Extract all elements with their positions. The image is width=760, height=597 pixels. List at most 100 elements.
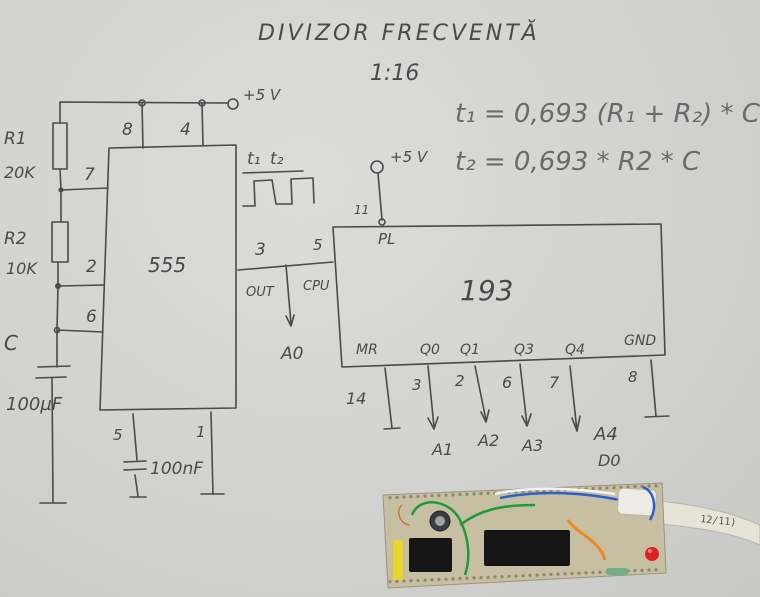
- q1-label: Q1: [460, 342, 480, 358]
- pin-7-label: 7: [84, 165, 95, 185]
- wire-cap-ground: [51, 377, 54, 503]
- vcc-rail: [59, 101, 229, 104]
- board-hole: [647, 484, 651, 488]
- wire-pin1: [210, 411, 214, 495]
- formula-t2: t₂ = 0,693 * R2 * C: [455, 147, 701, 177]
- board-hole: [479, 491, 483, 496]
- arrow-a0: [285, 314, 295, 327]
- board-hole: [423, 494, 427, 498]
- pin-2-193-label: 2: [455, 372, 465, 390]
- led-red: [645, 547, 659, 561]
- q4-label: Q4: [565, 342, 585, 358]
- board-hole: [528, 489, 532, 493]
- blue-loop-wire: [642, 485, 656, 521]
- pin-8-193-label: 8: [628, 368, 638, 386]
- board-hole: [430, 494, 434, 498]
- arrow-a3: [521, 413, 532, 427]
- ratio-text: 1:16: [370, 61, 419, 86]
- cpu-label: CPU: [303, 279, 330, 294]
- pin-3-193-label: 3: [412, 376, 422, 394]
- cap-c-plate-bottom: [35, 376, 67, 379]
- ic-193-label: 193: [460, 274, 513, 307]
- board-hole: [535, 573, 539, 577]
- board-hole: [430, 578, 434, 582]
- board-hole: [528, 573, 532, 577]
- board-hole: [437, 577, 441, 582]
- output-a1: A1: [431, 440, 453, 459]
- white-wire: [494, 487, 616, 496]
- board-hole: [514, 574, 518, 578]
- output-a3: A3: [521, 436, 543, 455]
- c-name: C: [4, 331, 18, 355]
- ic-555-label: 555: [148, 253, 186, 277]
- q3-label: Q3: [514, 342, 534, 358]
- pin-7-193-label: 7: [549, 373, 560, 392]
- resistor-r1: [52, 122, 68, 170]
- r1-name: R1: [4, 129, 27, 149]
- board-hole: [444, 577, 448, 581]
- wire-pin2: [57, 261, 105, 287]
- output-a4: A4: [593, 424, 618, 445]
- wire-a3: [519, 363, 528, 426]
- pin-4-label: 4: [180, 120, 191, 140]
- wire-mr: [384, 367, 393, 429]
- wire-a1: [427, 365, 435, 428]
- wire-pl: [377, 172, 383, 221]
- board-hole: [423, 578, 427, 582]
- formula-t1: t₁ = 0,693 (R₁ + R₂) * C: [455, 99, 760, 129]
- board-hole: [542, 489, 546, 493]
- board-hole: [458, 576, 462, 581]
- yellow-capacitor: [393, 540, 403, 580]
- board-hole: [486, 575, 490, 579]
- output-a0: A0: [280, 344, 303, 364]
- board-hole: [395, 495, 399, 499]
- timing-waveform: [242, 177, 315, 207]
- pin-2-label: 2: [86, 257, 97, 277]
- timing-t2-label: t₂: [270, 149, 284, 169]
- board-hole: [535, 489, 539, 493]
- cap-c-plate-top: [37, 365, 71, 368]
- board-hole: [633, 569, 637, 573]
- board-hole: [388, 496, 392, 500]
- ic-555-body: [99, 144, 237, 411]
- board-hole: [654, 484, 658, 488]
- wire-gnd-193: [650, 359, 657, 417]
- led-highlight: [648, 549, 652, 553]
- board-hole: [486, 491, 490, 495]
- pin-11-label: 11: [354, 203, 369, 217]
- r1-value: 20K: [4, 163, 36, 182]
- board-hole: [584, 571, 588, 575]
- board-hole: [640, 568, 644, 572]
- board-hole: [402, 495, 406, 499]
- board-hole: [549, 572, 553, 577]
- board-hole: [577, 571, 581, 575]
- junction-pl: [378, 218, 386, 226]
- q0-label: Q0: [420, 342, 440, 358]
- board-hole: [612, 486, 616, 490]
- board-hole: [500, 575, 504, 579]
- board-hole: [654, 568, 658, 572]
- board-hole: [591, 570, 595, 575]
- board-hole: [458, 492, 462, 497]
- cap-ctrl-plate-top: [123, 460, 147, 463]
- board-hole: [395, 579, 399, 583]
- c-ctrl-value: 100nF: [150, 459, 203, 479]
- arrow-a4: [571, 415, 581, 432]
- wire-cap-ctrl-ground: [134, 474, 139, 497]
- board-hole: [647, 568, 651, 572]
- board-hole: [402, 579, 406, 583]
- pin-1-label: 1: [196, 423, 206, 441]
- pin-5-193-label: 5: [313, 236, 323, 254]
- ic-193-body: [332, 223, 666, 368]
- board-hole: [409, 495, 413, 499]
- pin-8-label: 8: [122, 120, 133, 140]
- board-hole: [493, 575, 497, 579]
- resistor-r2: [51, 221, 69, 263]
- board-hole: [409, 579, 413, 583]
- pl-label: PL: [378, 230, 395, 248]
- chip-193: [484, 530, 570, 566]
- pin-14-label: 14: [346, 389, 366, 408]
- output-a2: A2: [477, 431, 499, 450]
